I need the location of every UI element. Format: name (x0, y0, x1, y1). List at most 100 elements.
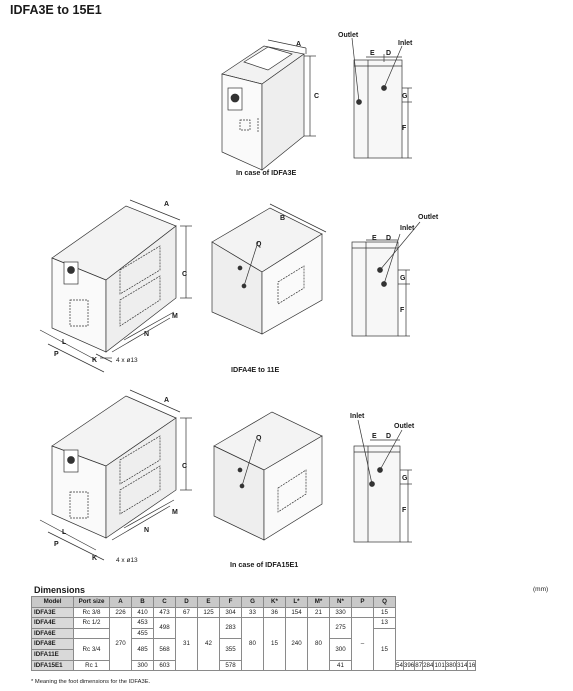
header-cell: Model (31, 596, 74, 608)
header-cell: F (219, 596, 242, 608)
header-cell: P (351, 596, 374, 608)
table-row: IDFA4E Rc 1/2 270 453 498 31 42 283 80 1… (31, 617, 476, 672)
dim-label-a: A (164, 397, 169, 404)
dimension-drawings: A C Outlet Inlet E D G F A B C Q Outlet … (39, 32, 439, 564)
table-cell: 42 (197, 617, 220, 672)
header-cell: M* (307, 596, 330, 608)
idfa15e1-front-view (39, 389, 192, 561)
dim-label-q: Q (256, 241, 262, 248)
dim-label-k: K (92, 357, 97, 364)
table-footnote: * Meaning the foot dimensions for the ID… (31, 679, 151, 685)
table-cell: – (351, 617, 374, 672)
header-cell: L* (285, 596, 308, 608)
idfa4e-front-view (39, 199, 192, 373)
dim-label-f: F (402, 507, 407, 514)
table-cell: 15 (373, 627, 396, 672)
table-cell: 330 (329, 606, 352, 619)
model-cell: IDFA3E (31, 606, 74, 619)
table-cell: 13 (373, 617, 396, 629)
table-cell: 283 (219, 617, 242, 640)
header-cell: D (175, 596, 198, 608)
header-cell: N* (329, 596, 352, 608)
table-cell: 67 (175, 606, 198, 619)
table-cell (73, 627, 110, 640)
header-cell: Port size (73, 596, 110, 608)
table-header-row: Model Port size A B C D E F G K* L* M* N… (31, 596, 476, 608)
inlet-label: Inlet (398, 40, 413, 47)
dim-label-l: L (62, 529, 67, 536)
table-cell: 455 (131, 627, 154, 640)
dim-label-a: A (164, 201, 169, 208)
table-cell: 380 (444, 659, 458, 672)
table-cell: 275 (329, 617, 352, 640)
dim-label-d: D (386, 433, 391, 440)
dim-label-d: D (386, 50, 391, 57)
dim-label-c: C (182, 271, 187, 278)
dim-label-k: K (92, 555, 97, 562)
table-cell: 226 (109, 606, 132, 619)
table-cell: 87 (414, 659, 424, 672)
dim-label-d: D (386, 235, 391, 242)
table-cell: 36 (263, 606, 286, 619)
dim-label-f: F (400, 307, 405, 314)
dim-label-p: P (54, 351, 59, 358)
dim-label-f: F (402, 125, 407, 132)
page-title: IDFA3E to 15E1 (10, 3, 102, 17)
table-cell: 270 (109, 617, 132, 672)
dim-label-c: C (314, 93, 319, 100)
table-cell: 31 (175, 617, 198, 672)
model-cell: IDFA15E1 (31, 659, 74, 672)
inlet-label: Inlet (400, 225, 415, 232)
table-cell: 16 (467, 659, 477, 672)
dimensions-table: Model Port size A B C D E F G K* L* M* N… (31, 596, 477, 672)
table-cell: 154 (285, 606, 308, 619)
table-cell: 41 (329, 659, 352, 672)
table-cell: 300 (131, 659, 154, 672)
dim-label-l: L (62, 339, 67, 346)
table-cell: 568 (153, 638, 176, 661)
outlet-label: Outlet (338, 32, 359, 39)
table-cell: 125 (197, 606, 220, 619)
model-cell: IDFA6E (31, 627, 74, 640)
table-cell: 314 (456, 659, 469, 672)
dim-label-m: M (172, 313, 178, 320)
table-cell: 473 (153, 606, 176, 619)
table-cell: 603 (153, 659, 176, 672)
dim-label-c: C (182, 463, 187, 470)
holes-label: 4 x ø13 (116, 357, 138, 364)
table-cell: 15 (373, 606, 396, 619)
table-cell: 80 (307, 617, 330, 672)
header-cell: K* (263, 596, 286, 608)
model-cell: IDFA11E (31, 648, 74, 661)
idfa4e-side-view (351, 221, 421, 337)
dim-label-b: B (280, 215, 285, 222)
header-cell: Q (373, 596, 396, 608)
dim-label-n: N (144, 527, 149, 534)
dim-label-a: A (296, 41, 301, 48)
dim-label-g: G (402, 93, 408, 100)
dim-label-e: E (370, 50, 375, 57)
idfa15e1-rear-view (213, 411, 323, 541)
table-cell: 453 (131, 617, 154, 629)
table-cell: 396 (402, 659, 416, 672)
idfa3e-3d-view (221, 39, 316, 171)
table-cell: Rc 3/8 (73, 606, 110, 619)
header-cell: C (153, 596, 176, 608)
table-cell: 15 (263, 617, 286, 672)
idfa15e1-side-view (353, 419, 412, 543)
table-row: IDFA3E Rc 3/8 226 410 473 67 125 304 33 … (31, 606, 476, 619)
idfa4e-rear-view (211, 203, 327, 335)
model-cell: IDFA8E (31, 638, 74, 650)
dim-label-m: M (172, 509, 178, 516)
outlet-label: Outlet (418, 214, 439, 221)
table-cell: 21 (307, 606, 330, 619)
table-cell: 355 (219, 638, 242, 661)
dim-label-g: G (400, 275, 406, 282)
table-row: IDFA8E Rc 3/4 485 568 355 300 (31, 638, 476, 661)
table-cell: 410 (131, 606, 154, 619)
dim-label-q: Q (256, 435, 262, 442)
inlet-label: Inlet (350, 413, 365, 420)
table-cell: Rc 3/4 (73, 638, 110, 661)
table-row: IDFA15E1 Rc 1 300 603 578 41 54 396 87 2… (31, 659, 477, 672)
table-cell: Rc 1/2 (73, 617, 110, 629)
